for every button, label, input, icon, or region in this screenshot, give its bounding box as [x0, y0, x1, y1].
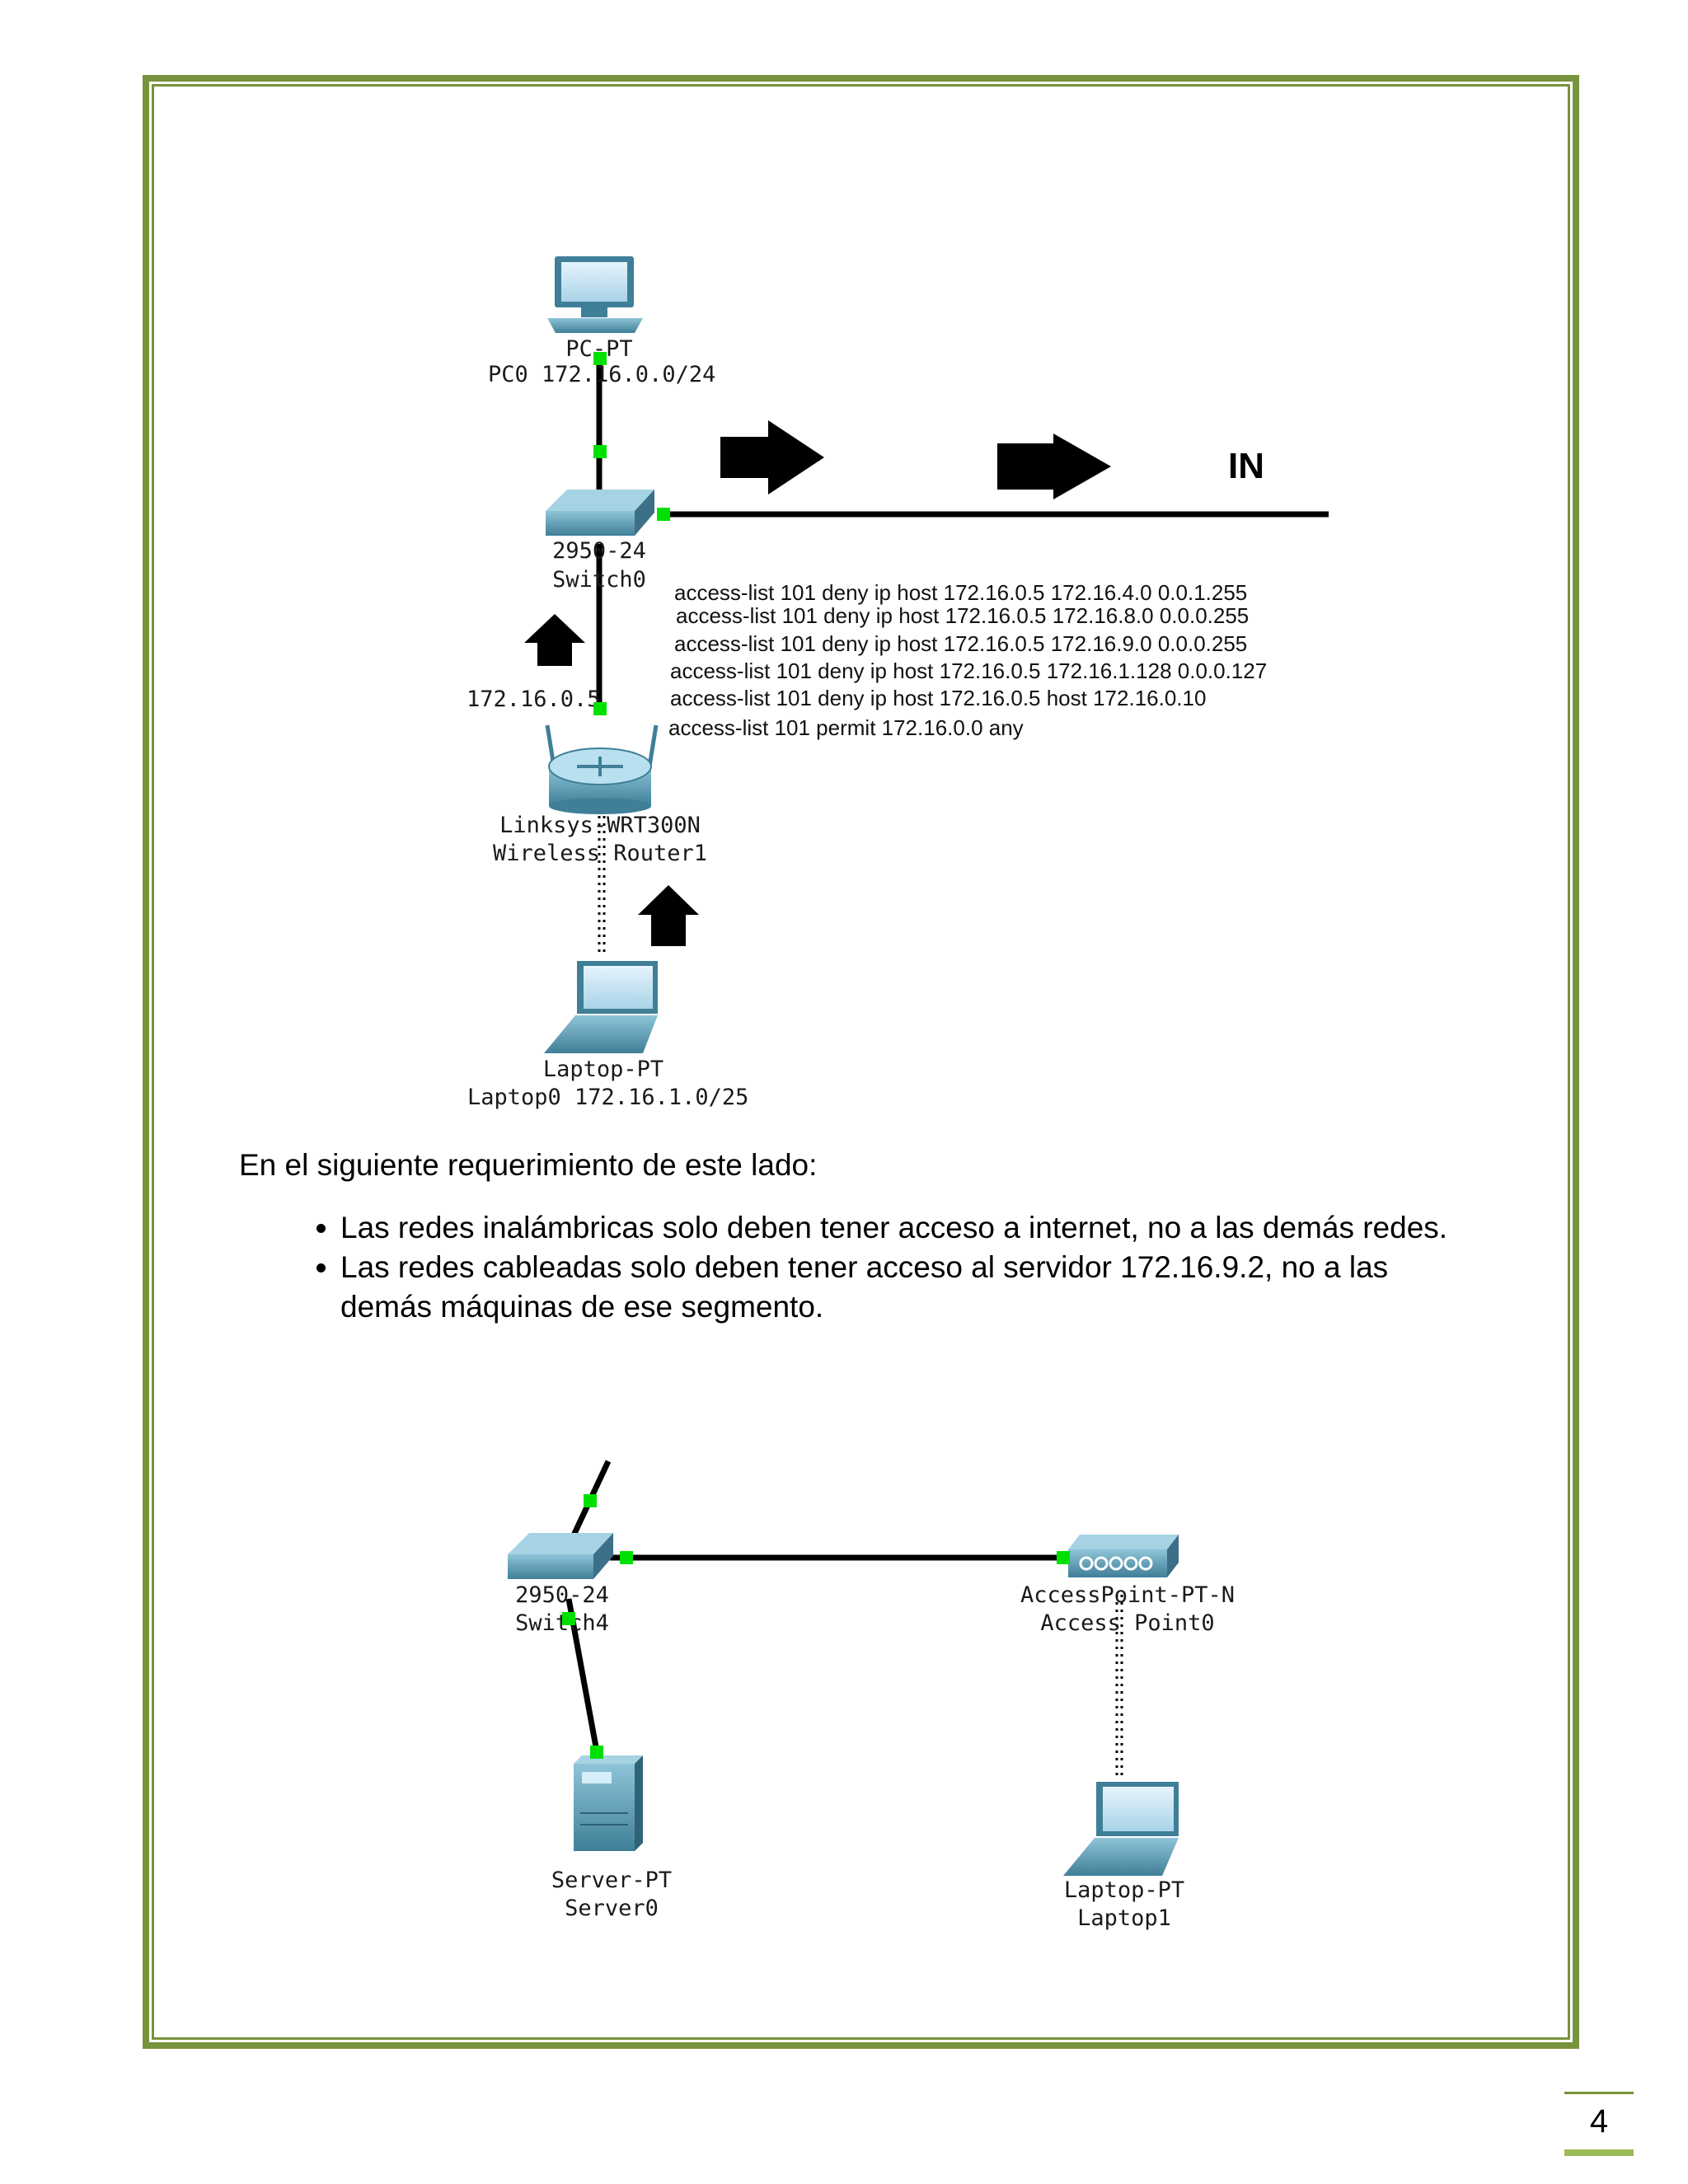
- switch4-icon[interactable]: [508, 1533, 613, 1579]
- switch-icon[interactable]: [546, 490, 654, 536]
- page-number-rule-top: [1564, 2092, 1634, 2094]
- acl-line: access-list 101 deny ip host 172.16.0.5 …: [670, 658, 1267, 683]
- laptop1-type-label: Laptop-PT: [1064, 1877, 1184, 1903]
- laptop-type-label: Laptop-PT: [543, 1057, 663, 1082]
- router-type-label: Linksys-WRT300N: [499, 813, 701, 838]
- ap-type-label: AccessPoint-PT-N: [1020, 1582, 1235, 1608]
- pc-icon[interactable]: [547, 256, 643, 333]
- page-border-inner: [152, 84, 1570, 2040]
- page-number: 4: [1589, 2103, 1609, 2139]
- bottom-topology: 2950-24 Switch4 AccessPoint-PT-N Access …: [508, 1460, 1235, 1931]
- acl-line: access-list 101 permit 172.16.0.0 any: [668, 715, 1024, 740]
- acl-line: access-list 101 deny ip host 172.16.0.5 …: [676, 603, 1249, 628]
- server-type-label: Server-PT: [551, 1868, 672, 1893]
- acl-list: access-list 101 deny ip host 172.16.0.5 …: [668, 580, 1267, 740]
- server-name-label: Server0: [565, 1896, 659, 1921]
- acl-line: access-list 101 deny ip host 172.16.0.5 …: [670, 686, 1206, 710]
- acl-line: access-list 101 deny ip host 172.16.0.5 …: [674, 631, 1247, 656]
- arrow-right-1: [720, 420, 824, 494]
- switch-type-label: 2950-24: [552, 538, 646, 564]
- acl-line: access-list 101 deny ip host 172.16.0.5 …: [674, 580, 1247, 605]
- page-number-rule-bottom: [1564, 2149, 1634, 2156]
- router-name-label: Wireless Router1: [493, 841, 707, 866]
- laptop-name-label: Laptop0 172.16.1.0/25: [467, 1085, 748, 1110]
- page-border-outer: [143, 75, 1579, 2049]
- link-dots-top: [593, 352, 670, 715]
- laptop-icon[interactable]: [544, 961, 658, 1053]
- in-label: IN: [1228, 446, 1264, 486]
- laptop1-icon[interactable]: [1063, 1782, 1179, 1876]
- link-dots-bottom: [562, 1494, 1070, 1759]
- arrow-up-2: [638, 885, 699, 946]
- list-item: Las redes cableadas solo deben tener acc…: [340, 1248, 1475, 1327]
- arrow-right-2: [997, 434, 1111, 499]
- access-point-icon[interactable]: [1068, 1535, 1179, 1577]
- server-icon[interactable]: [574, 1755, 643, 1851]
- switch4-type-label: 2950-24: [515, 1582, 609, 1608]
- list-item: Las redes inalámbricas solo deben tener …: [340, 1208, 1475, 1248]
- body-text: En el siguiente requerimiento de este la…: [239, 1146, 1475, 1327]
- router-icon[interactable]: [545, 724, 659, 814]
- pc-name-label: PC0 172.16.0.0/24: [488, 362, 715, 387]
- page-number-box: 4: [1564, 2092, 1634, 2156]
- switch-name-label: Switch0: [552, 567, 646, 593]
- ap-name-label: Access Point0: [1040, 1610, 1214, 1636]
- top-topology: PC-PT PC0 172.16.0.0/24 2950-24 Switch0 …: [467, 256, 1329, 1110]
- intro-paragraph: En el siguiente requerimiento de este la…: [239, 1148, 818, 1182]
- requirements-list: Las redes inalámbricas solo deben tener …: [239, 1208, 1475, 1327]
- laptop1-name-label: Laptop1: [1077, 1905, 1171, 1931]
- arrow-up-1: [524, 614, 585, 666]
- ip-label: 172.16.0.5: [467, 687, 601, 712]
